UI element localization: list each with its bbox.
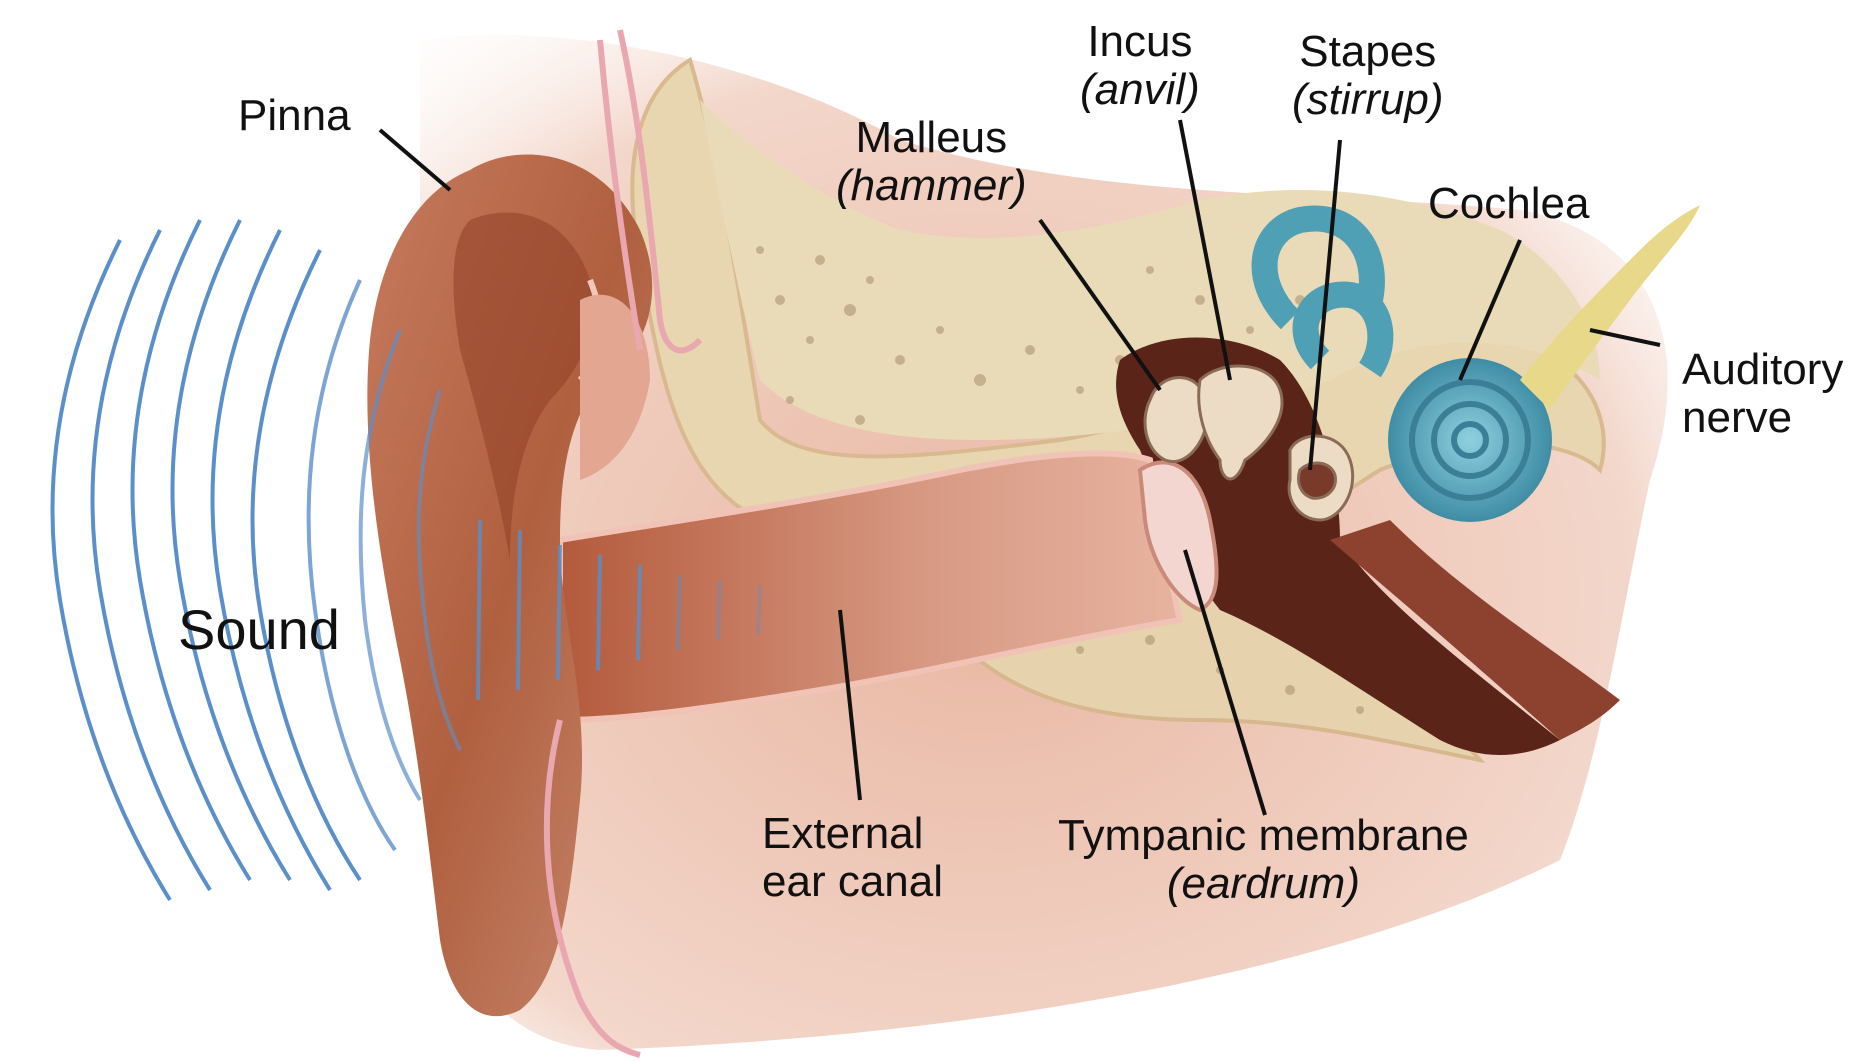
pinna-label: Pinna [238,92,351,140]
malleus-name: Malleus [836,114,1027,162]
stapes-alt: (stirrup) [1292,76,1444,124]
tympanic-membrane-alt: (eardrum) [1058,860,1469,908]
incus-name: Incus [1080,18,1200,66]
auditory-nerve-line2: nerve [1682,394,1843,442]
sound-label: Sound [178,600,340,660]
external-ear-canal-line1: External [762,810,943,858]
incus-alt: (anvil) [1080,66,1200,114]
malleus-alt: (hammer) [836,162,1027,210]
cochlea-label: Cochlea [1428,180,1589,228]
external-ear-canal-label: External ear canal [762,810,943,906]
auditory-nerve-label: Auditory nerve [1682,346,1843,442]
tympanic-membrane-name: Tympanic membrane [1058,812,1469,860]
tympanic-membrane-label: Tympanic membrane (eardrum) [1058,812,1469,908]
incus-label: Incus (anvil) [1080,18,1200,114]
malleus-label: Malleus (hammer) [836,114,1027,210]
stapes-label: Stapes (stirrup) [1292,28,1444,124]
auditory-nerve-line1: Auditory [1682,346,1843,394]
external-ear-canal-line2: ear canal [762,858,943,906]
stapes-name: Stapes [1292,28,1444,76]
